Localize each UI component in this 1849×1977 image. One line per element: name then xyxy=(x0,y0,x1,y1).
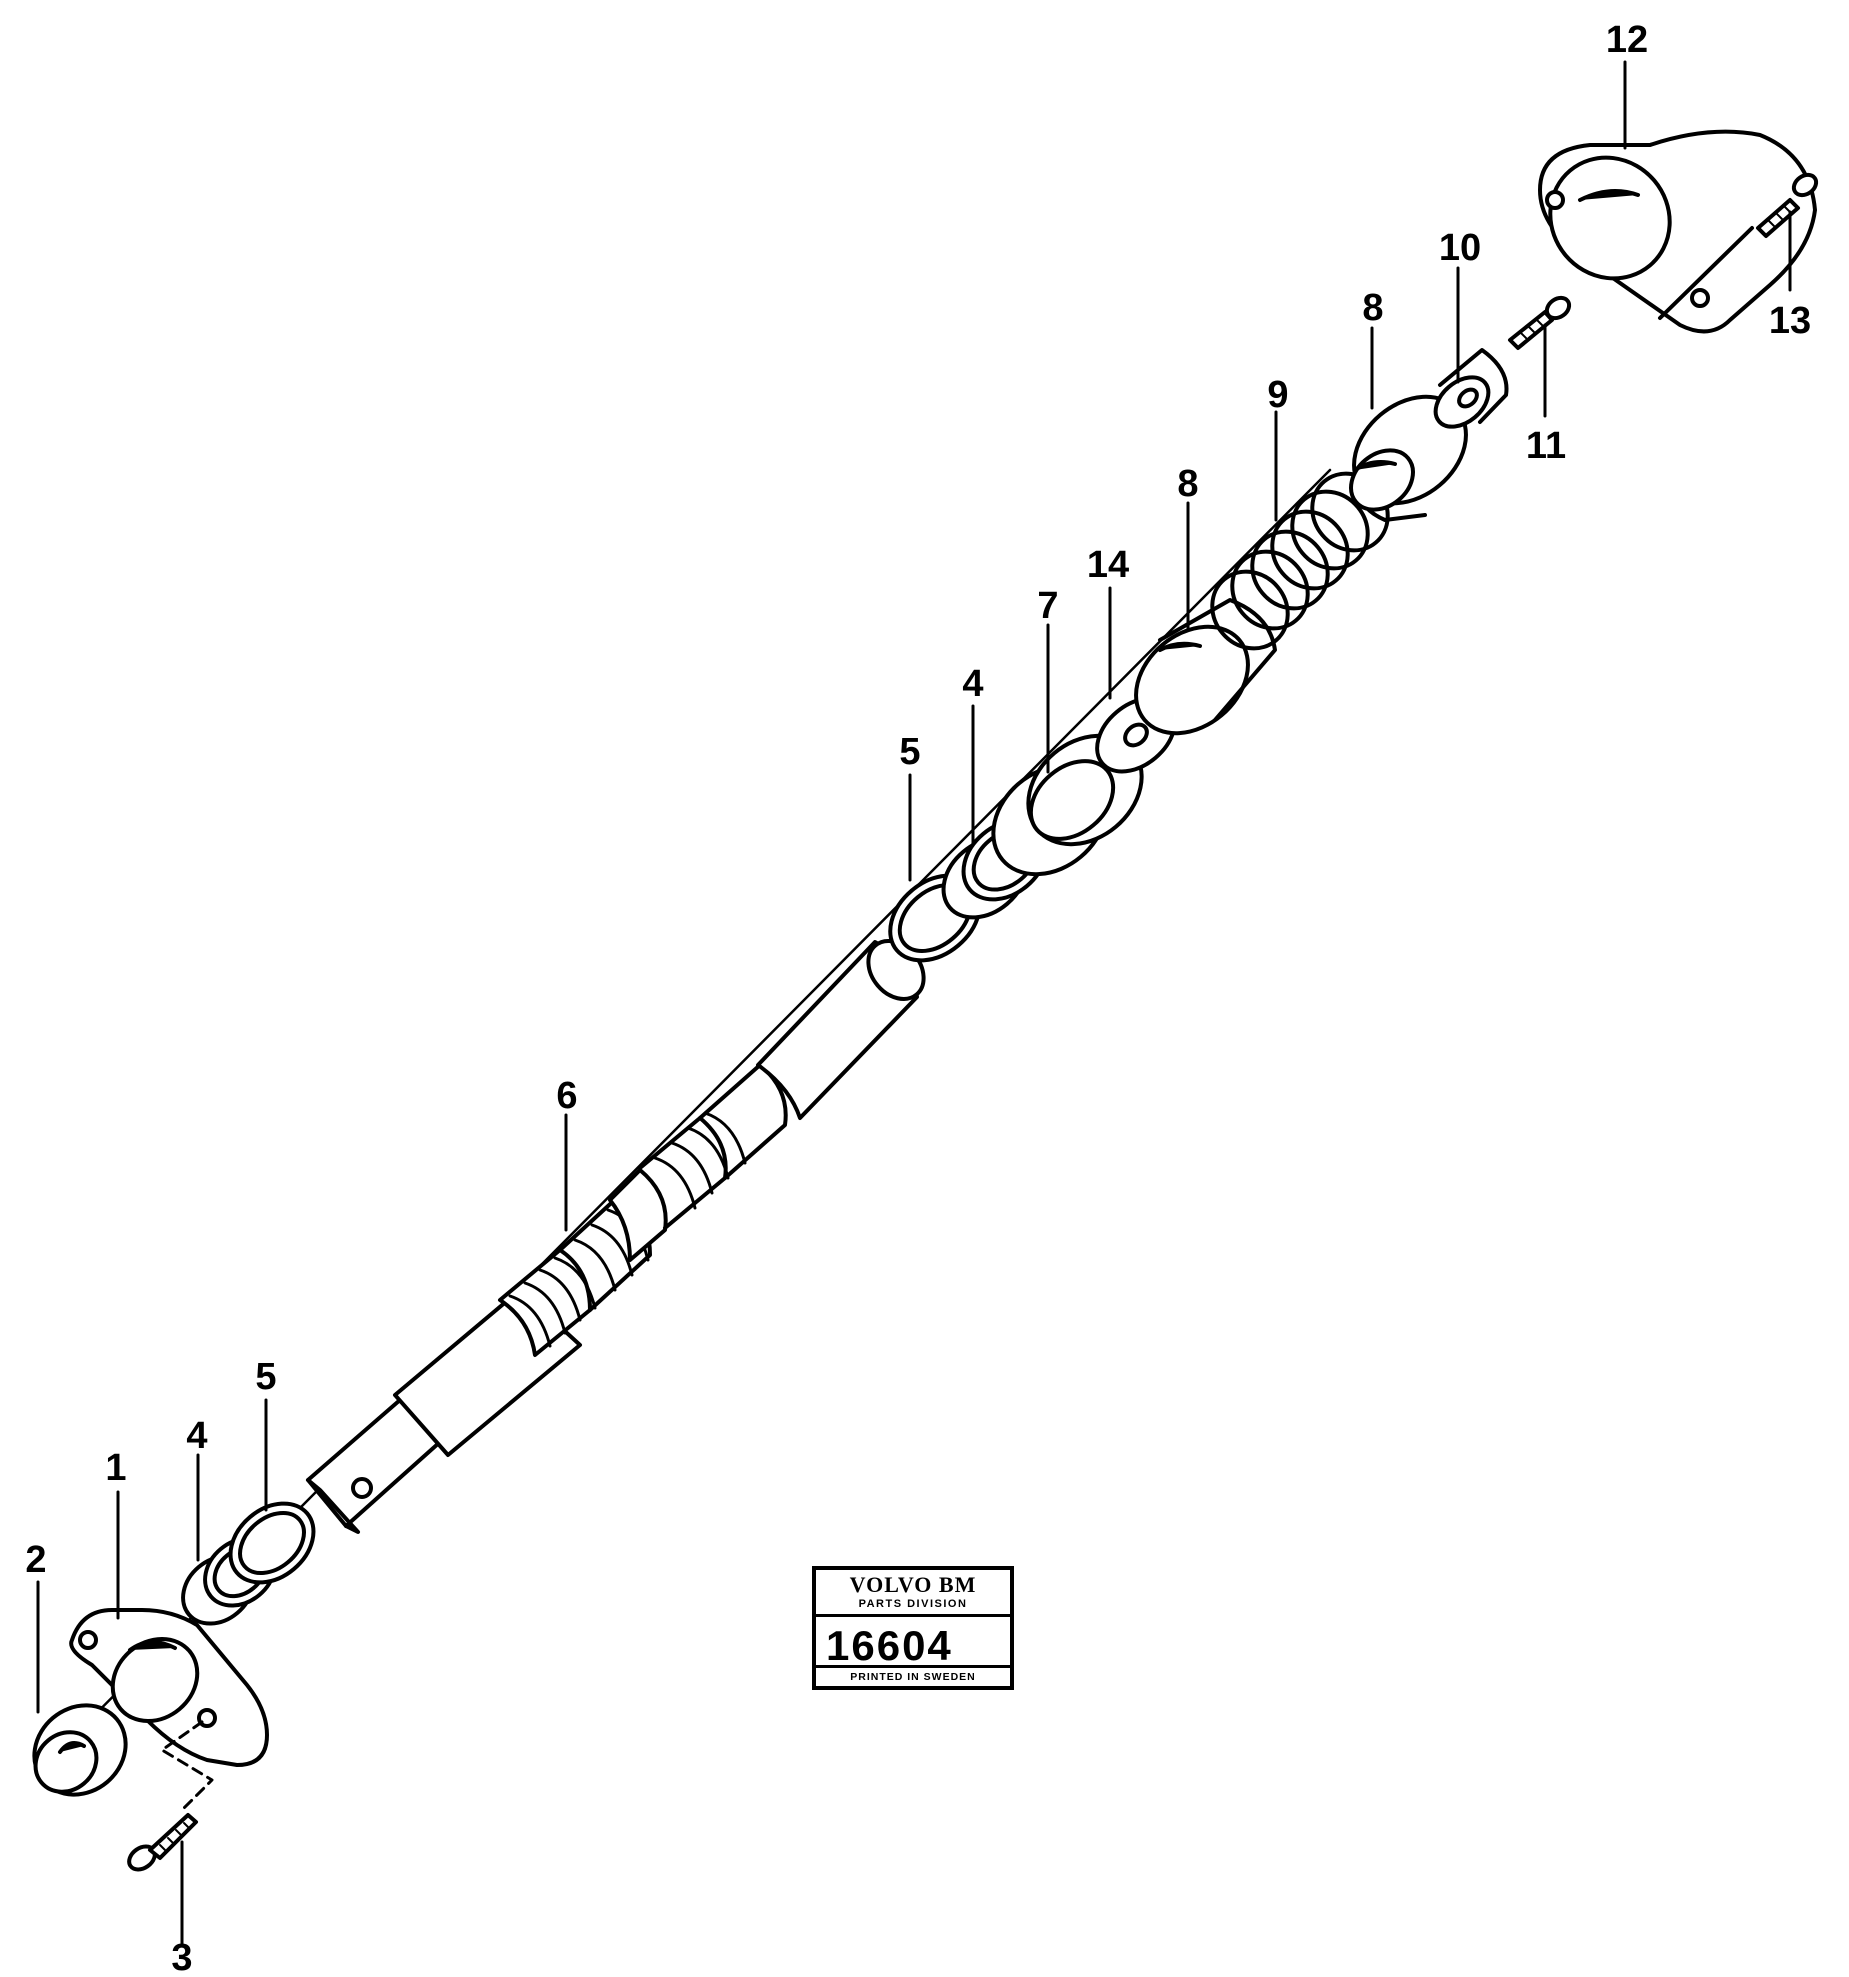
callout-9: 9 xyxy=(1267,374,1289,416)
callout-4: 4 xyxy=(962,663,984,705)
callout-10: 10 xyxy=(1438,227,1482,269)
callout-5: 5 xyxy=(255,1356,277,1398)
part-8-spring-seat-upper xyxy=(1349,394,1468,522)
label-brand: VOLVO BM xyxy=(849,1572,977,1597)
bolt-link-dashed xyxy=(160,1720,214,1814)
part-5-ring-lower xyxy=(228,1501,316,1585)
label-division: PARTS DIVISION xyxy=(816,1598,1010,1617)
leader-lines xyxy=(36,60,1792,1947)
callout-5: 5 xyxy=(899,731,921,773)
callout-14: 14 xyxy=(1086,544,1130,586)
label-printed: PRINTED IN SWEDEN xyxy=(816,1665,1010,1686)
callout-4: 4 xyxy=(186,1415,208,1457)
part-11-bolt xyxy=(1508,295,1572,350)
part-9-spring xyxy=(1210,471,1390,651)
part-1-flange xyxy=(69,1608,269,1767)
callout-2: 2 xyxy=(25,1539,47,1581)
part-3-bolt xyxy=(127,1813,198,1872)
part-13-bolt xyxy=(1756,172,1819,238)
parts-division-label: VOLVO BM PARTS DIVISION 16604 PRINTED IN… xyxy=(812,1566,1014,1690)
label-number: 16604 xyxy=(826,1622,953,1669)
callout-3: 3 xyxy=(171,1937,193,1977)
part-2-bushing xyxy=(32,1703,128,1797)
callout-13: 13 xyxy=(1768,300,1812,342)
callout-12: 12 xyxy=(1605,19,1649,61)
callout-7: 7 xyxy=(1037,585,1059,627)
callout-11: 11 xyxy=(1525,425,1567,467)
callout-6: 6 xyxy=(556,1075,578,1117)
part-8-spring-seat-lower xyxy=(1134,598,1277,736)
callout-8: 8 xyxy=(1177,463,1199,505)
part-7-cup xyxy=(991,733,1144,877)
part-10-sleeve-nut xyxy=(1433,348,1509,429)
callout-1: 1 xyxy=(105,1447,127,1489)
part-12-cover xyxy=(1538,129,1817,334)
part-6-spool-shaft xyxy=(306,939,926,1534)
callout-8: 8 xyxy=(1362,287,1384,329)
